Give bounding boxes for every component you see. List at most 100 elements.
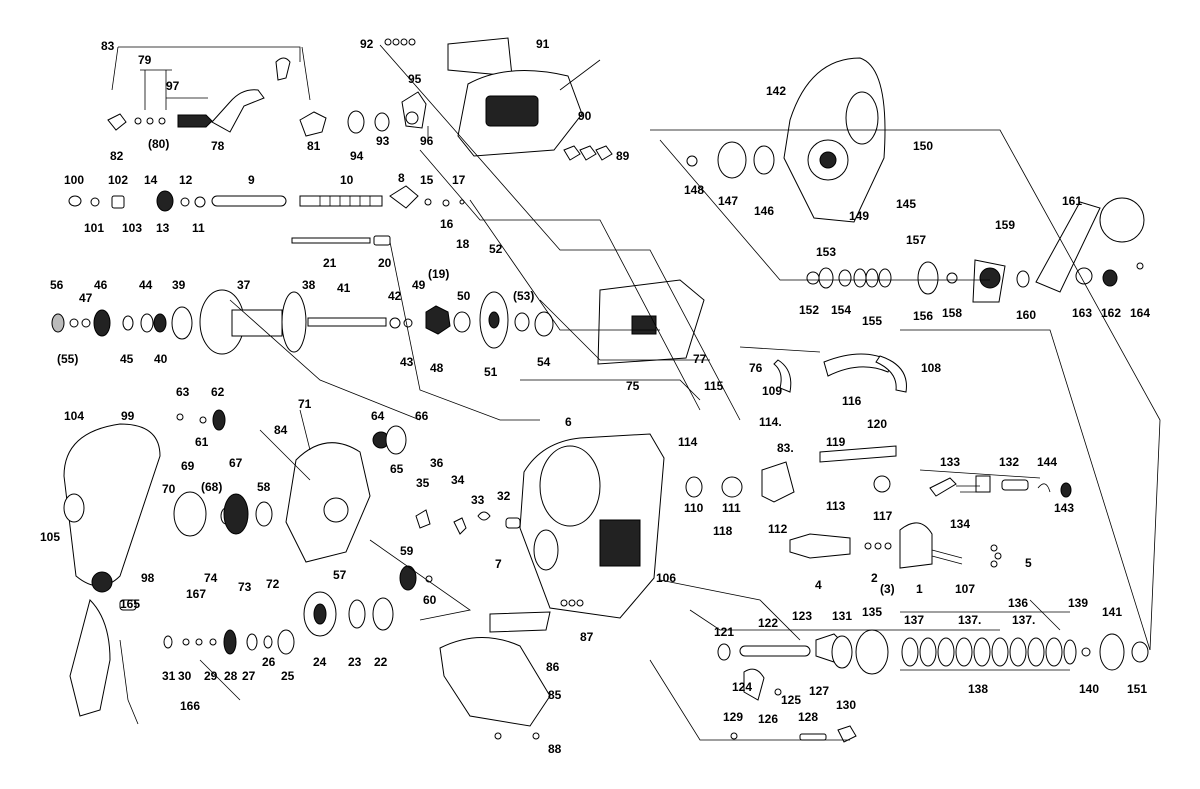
part-label: 2 [871, 571, 878, 585]
part-label: 153 [816, 245, 836, 259]
part-label: 114. [759, 415, 782, 429]
connector-lines [111, 44, 1161, 741]
part-label: (68) [201, 480, 222, 494]
part-label: 159 [995, 218, 1015, 232]
part-label: 120 [867, 417, 887, 431]
part-label: 162 [1101, 306, 1121, 320]
part-label: 118 [713, 524, 733, 538]
part-label: 84 [274, 423, 288, 437]
part-label: 71 [298, 397, 312, 411]
part-label: 43 [400, 355, 414, 369]
part-label: 82 [110, 149, 124, 163]
part-label: 34 [451, 473, 465, 487]
part-label: 75 [626, 379, 640, 393]
part-label: 44 [139, 278, 153, 292]
part-label: 102 [108, 173, 128, 187]
part-label: 103 [122, 221, 142, 235]
part-label: 47 [79, 291, 93, 305]
part-label: 134 [950, 517, 970, 531]
part-label: 26 [262, 655, 276, 669]
part-label: 64 [371, 409, 385, 423]
part-label: 79 [138, 53, 152, 67]
part-label: 70 [162, 482, 176, 496]
part-label: 86 [546, 660, 560, 674]
part-label: 160 [1016, 308, 1036, 322]
part-label: 157 [906, 233, 926, 247]
part-label: 24 [313, 655, 327, 669]
part-label: 21 [323, 256, 337, 270]
part-label: 30 [178, 669, 192, 683]
part-label: 36 [430, 456, 444, 470]
part-label: 128 [798, 710, 818, 724]
part-label: 9 [248, 173, 255, 187]
part-label: 156 [913, 309, 933, 323]
part-label: 27 [242, 669, 256, 683]
part-label: 69 [181, 459, 195, 473]
part-label: 16 [440, 217, 454, 231]
part-label: 63 [176, 385, 190, 399]
part-label: 78 [211, 139, 225, 153]
part-label: 12 [179, 173, 193, 187]
part-label: 139 [1068, 596, 1088, 610]
part-label: 11 [192, 221, 205, 235]
part-label: 152 [799, 303, 819, 317]
part-label: 129 [723, 710, 743, 724]
part-label: 56 [50, 278, 64, 292]
part-label: 87 [580, 630, 594, 644]
part-label: 140 [1079, 682, 1099, 696]
part-label: 13 [156, 221, 170, 235]
part-label: 101 [84, 221, 104, 235]
part-label: 57 [333, 568, 347, 582]
part-label: 119 [826, 435, 846, 449]
part-label: 14 [144, 173, 158, 187]
part-label: 142 [766, 84, 786, 98]
part-label: 100 [64, 173, 84, 187]
part-label: 90 [578, 109, 592, 123]
part-label: 85 [548, 688, 562, 702]
part-label: 116 [842, 394, 862, 408]
part-label: 50 [457, 289, 471, 303]
part-label: 143 [1054, 501, 1074, 515]
part-label: 155 [862, 314, 882, 328]
part-label: 150 [913, 139, 933, 153]
part-label: 133 [940, 455, 960, 469]
part-label: 148 [684, 183, 704, 197]
part-label: 66 [415, 409, 429, 423]
part-label: 23 [348, 655, 362, 669]
part-label: 93 [376, 134, 390, 148]
part-label: 114 [678, 435, 698, 449]
part-label: 1 [916, 582, 923, 596]
part-label: 72 [266, 577, 280, 591]
part-label: 41 [337, 281, 351, 295]
part-label: 127 [809, 684, 829, 698]
part-label: 42 [388, 289, 402, 303]
part-label: 109 [762, 384, 782, 398]
part-label: 151 [1127, 682, 1147, 696]
part-label: 98 [141, 571, 155, 585]
part-label: 107 [955, 582, 975, 596]
part-label: 89 [616, 149, 630, 163]
part-label: 60 [423, 593, 437, 607]
part-label: 45 [120, 352, 134, 366]
part-label: (19) [428, 267, 449, 281]
part-label: 147 [718, 194, 738, 208]
part-label: (3) [880, 582, 895, 596]
part-label: 167 [186, 587, 206, 601]
part-label: 61 [195, 435, 209, 449]
part-label: 58 [257, 480, 271, 494]
part-label: 99 [121, 409, 135, 423]
part-label: 145 [896, 197, 916, 211]
part-label: 104 [64, 409, 84, 423]
part-label: 52 [489, 242, 503, 256]
parts-artwork [51, 37, 1149, 743]
part-label: 40 [154, 352, 168, 366]
part-label: 137. [1012, 613, 1035, 627]
part-label: 121 [714, 625, 734, 639]
part-label: 6 [565, 415, 572, 429]
part-label: 65 [390, 462, 404, 476]
part-label: 130 [836, 698, 856, 712]
part-label: 28 [224, 669, 238, 683]
part-label: 122 [758, 616, 778, 630]
